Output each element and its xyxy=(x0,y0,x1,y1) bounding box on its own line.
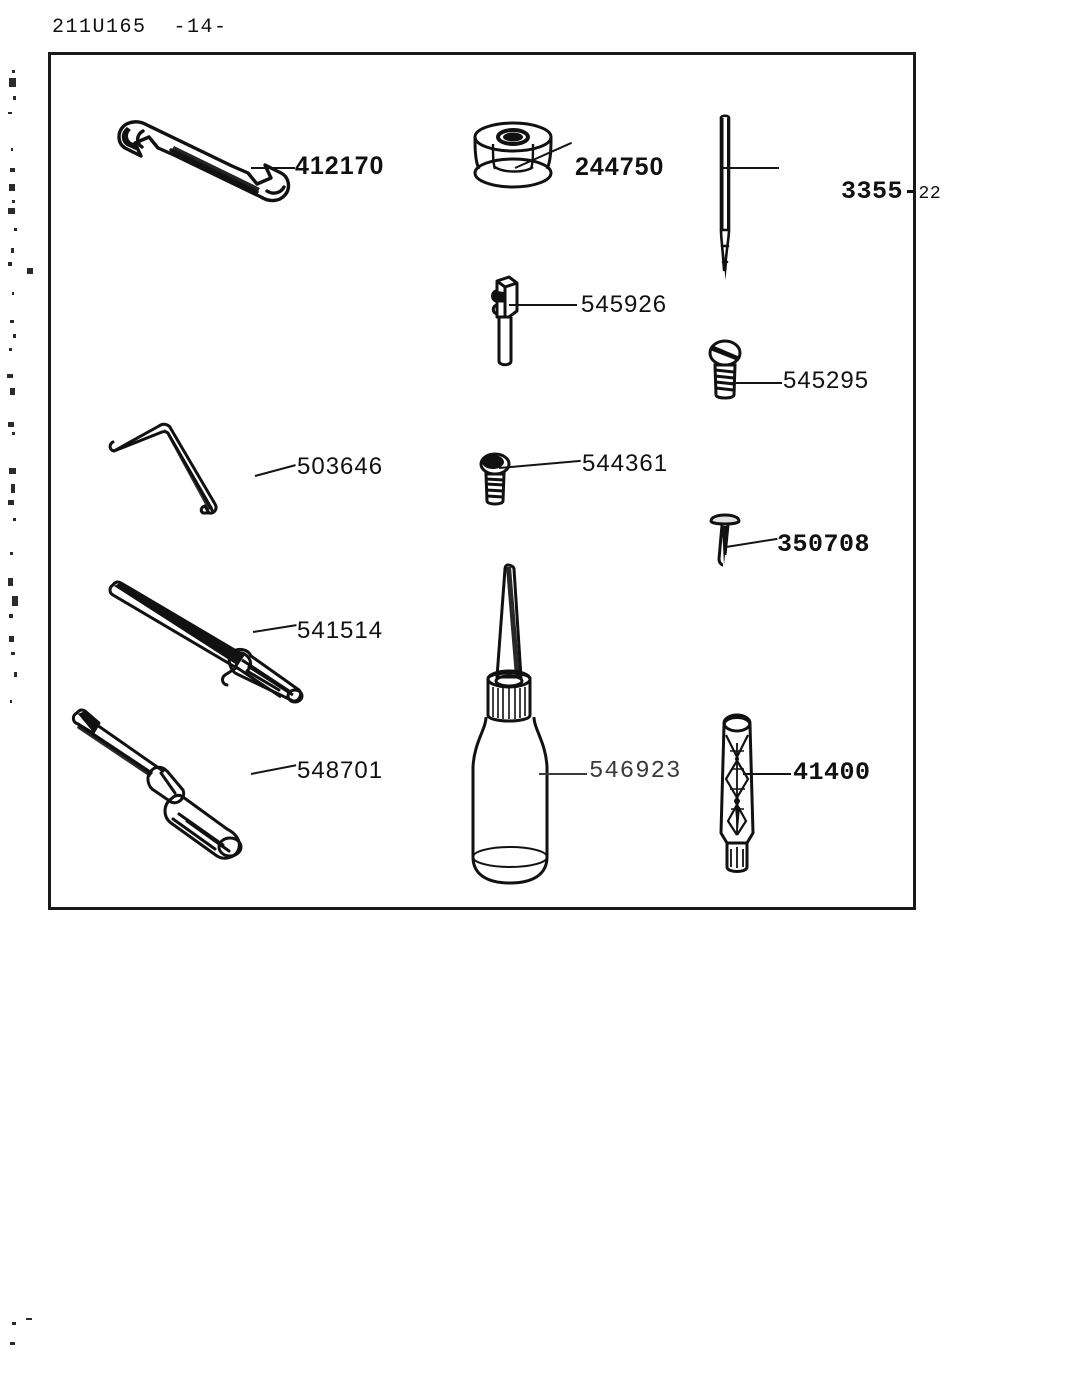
part-label-541514: 541514 xyxy=(297,617,384,644)
part-figure-wrench xyxy=(111,103,321,218)
part-label-546923: 546923 xyxy=(589,758,682,785)
leader-line-needle xyxy=(721,167,779,169)
page-header: 211U165 -14- xyxy=(52,16,228,39)
part-figure-tack-pin xyxy=(703,507,763,573)
part-label-350708: 350708 xyxy=(777,530,871,559)
part-label-412170: 412170 xyxy=(295,152,385,180)
leader-line-slotted-screw xyxy=(726,382,782,384)
leader-line-brush xyxy=(743,773,791,775)
part-label-545295: 545295 xyxy=(783,367,870,394)
part-label-3355-suffix: 22 xyxy=(918,184,942,204)
part-label-545926: 545926 xyxy=(581,291,668,318)
part-label-3355-22: 3355-22 xyxy=(779,154,941,229)
part-label-544361: 544361 xyxy=(582,450,669,477)
part-label-41400: 41400 xyxy=(793,758,871,787)
part-figure-needle xyxy=(709,112,749,282)
part-label-503646: 503646 xyxy=(297,453,384,480)
part-figure-oil-bottle xyxy=(448,557,578,897)
part-label-548701: 548701 xyxy=(297,757,384,784)
scan-artifact-column xyxy=(0,0,46,1397)
part-label-244750: 244750 xyxy=(575,153,665,181)
part-label-3355-prefix: 3355- xyxy=(841,177,919,206)
part-figure-round-head-screw xyxy=(473,451,527,511)
part-figure-bobbin xyxy=(465,117,575,207)
leader-line-oil-bottle xyxy=(539,773,587,775)
part-figure-hook-key xyxy=(475,273,535,373)
part-figure-brush xyxy=(706,709,776,879)
leader-line-wrench xyxy=(251,167,295,169)
part-figure-large-screwdriver xyxy=(67,701,317,861)
leader-line-hook-key xyxy=(509,304,577,306)
part-figure-bent-wire xyxy=(107,410,307,520)
part-figure-small-screwdriver xyxy=(103,571,313,704)
parts-plate-frame: 412170 244750 xyxy=(48,52,941,910)
part-figure-slotted-screw xyxy=(703,339,757,405)
